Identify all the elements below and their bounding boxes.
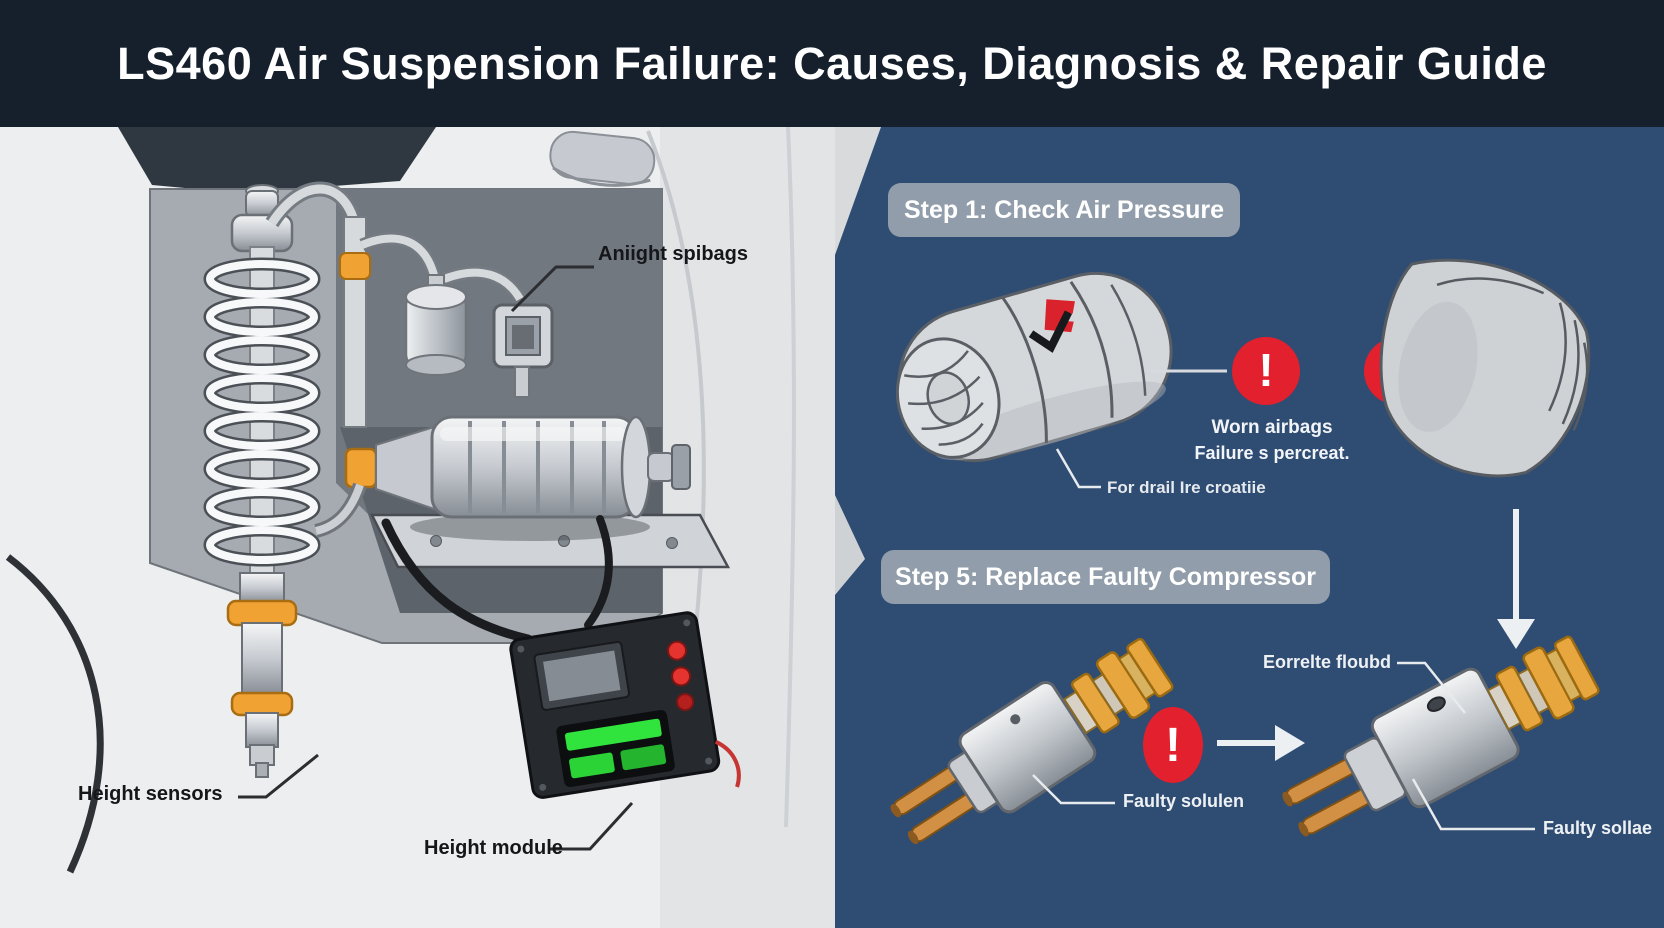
air-reservoir-icon: [404, 274, 468, 376]
caption-line2: Failure s percreat.: [1194, 443, 1350, 463]
worn-airbag-icon: [895, 271, 1173, 463]
wiring-cables: [381, 515, 613, 644]
header: LS460 Air Suspension Failure: Causes, Di…: [0, 0, 1664, 127]
height-sensors-label: Height sensors: [78, 783, 223, 805]
air-line-tube: [265, 181, 526, 428]
faulty-solenoid-icon: [890, 637, 1174, 845]
deflated-airbag-icon: [1379, 258, 1591, 478]
page-title: LS460 Air Suspension Failure: Causes, Di…: [117, 37, 1547, 89]
height-module-icon: [509, 611, 741, 799]
suspension-cutaway-panel: Aniight spibags Height sensors Height mo…: [0, 127, 835, 928]
fender-arc: [5, 554, 104, 874]
step1-caption: Worn airbags Failure s percreat.: [1162, 417, 1382, 464]
caption-line1: Worn airbags: [1211, 417, 1333, 438]
compressor-icon: [314, 415, 691, 541]
red-button: [667, 640, 688, 661]
display-segment: [620, 744, 667, 771]
step5-title: Step 5: Replace Faulty Compressor: [895, 562, 1316, 591]
down-arrow-icon: [1497, 509, 1535, 649]
suspension-illustration: [0, 127, 835, 928]
side-mirror-icon: [549, 130, 656, 187]
faulty-solenoid-label: Faulty solulen: [1123, 791, 1245, 811]
repair-steps-illustration: ! !: [835, 127, 1600, 845]
exclamation-glyph: !: [1258, 344, 1273, 396]
faulty-solenoid-label-right: Faulty sollae: [1543, 818, 1653, 838]
warning-icon: !: [1143, 707, 1203, 783]
door-seam: [646, 130, 706, 648]
red-button: [676, 693, 695, 712]
coil-spring: [203, 257, 321, 567]
warning-icon: !: [1232, 337, 1300, 405]
panel-overlap-wedge: [835, 495, 865, 595]
step1-title: Step 1: Check Air Pressure: [903, 195, 1225, 224]
leader-lines: [238, 265, 634, 851]
red-wire: [714, 739, 741, 788]
step1-badge: Step 1: Check Air Pressure: [888, 183, 1240, 237]
exclamation-glyph: !: [1165, 719, 1181, 772]
air-strut-coil-spring-icon: [203, 184, 321, 778]
leader-lines: [1032, 448, 1535, 831]
height-module-label: Height module: [424, 837, 563, 859]
orange-collar-upper: [226, 599, 298, 627]
door-edge: [784, 127, 796, 828]
solenoid-top-label: Eorrelte floubd: [1263, 652, 1392, 672]
height-sensor-box-icon: [492, 303, 554, 398]
step5-badge: Step 5: Replace Faulty Compressor: [881, 550, 1330, 604]
replacement-solenoid-icon: [1282, 635, 1600, 837]
orange-band: [339, 252, 371, 280]
panel-overlap-wedge: [835, 127, 881, 255]
airbag-note-label: For drail Ire croatiie: [1107, 478, 1266, 497]
display-segment: [569, 752, 615, 779]
car-window: [118, 127, 436, 193]
brand-mark: [1028, 299, 1075, 353]
orange-collar-lower: [230, 691, 294, 717]
right-arrow-icon: [1217, 725, 1305, 761]
air-springs-label: Aniight spibags: [598, 243, 748, 265]
red-button: [671, 666, 692, 687]
repair-steps-panel: ! !: [835, 127, 1664, 928]
mounting-platform: [369, 513, 731, 569]
display-segment: [564, 718, 662, 751]
